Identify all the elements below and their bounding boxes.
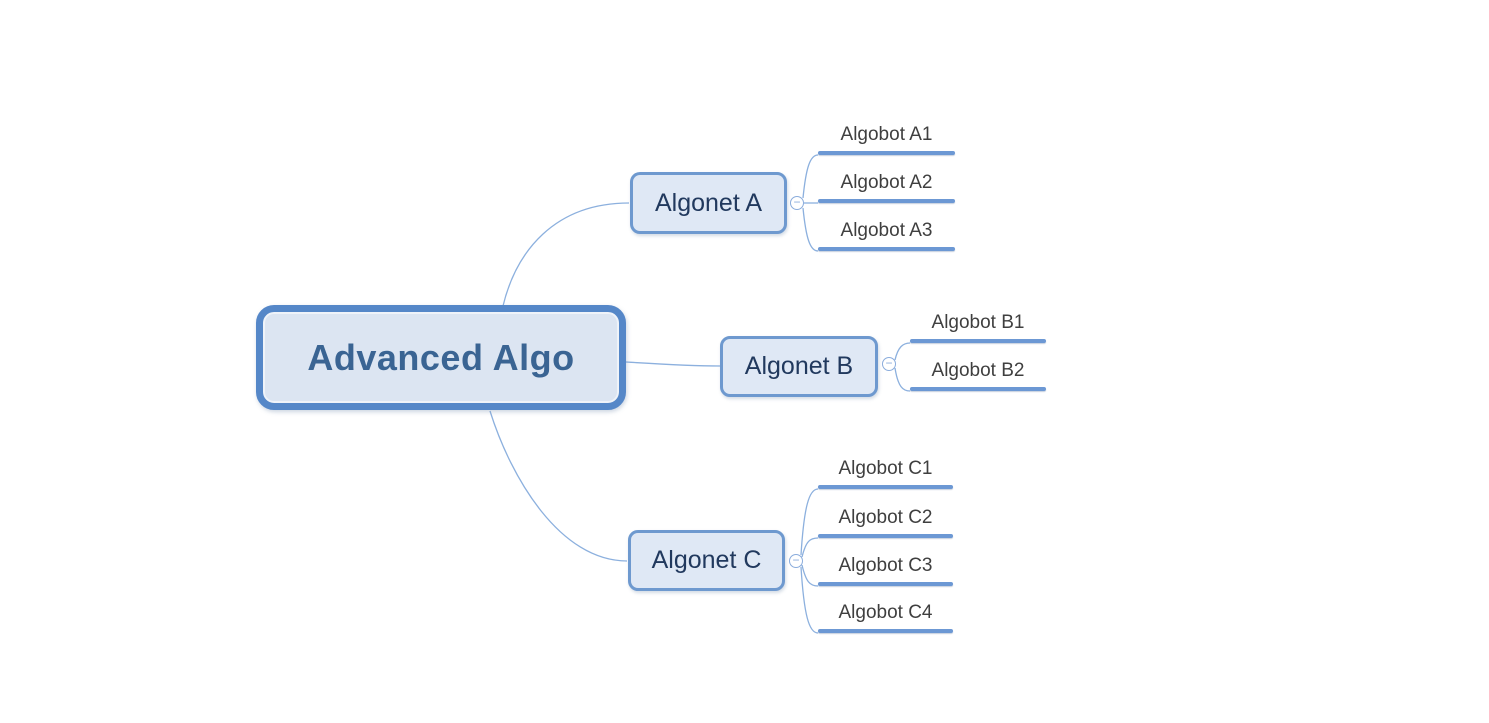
subtopic-label: Algobot B1 (931, 312, 1025, 333)
branch-topic-algonet-c[interactable]: Algonet C (628, 530, 785, 591)
subtopic-underline (910, 339, 1046, 343)
subtopic-algobot-a2[interactable]: Algobot A2 (818, 171, 955, 203)
subtopic-algobot-b1[interactable]: Algobot B1 (910, 311, 1046, 343)
connector-root-to-algonet-b (625, 361, 722, 367)
subtopic-algobot-c1[interactable]: Algobot C1 (818, 457, 953, 489)
subtopic-underline (818, 199, 955, 203)
subtopic-label: Algobot C1 (838, 458, 933, 479)
minus-icon: − (885, 356, 893, 370)
connector-c-to-c1 (800, 488, 819, 556)
connector-c-to-c2 (801, 537, 819, 558)
connector-root-to-algonet-c (489, 410, 628, 562)
subtopic-underline (818, 534, 953, 538)
subtopic-algobot-c2[interactable]: Algobot C2 (818, 506, 953, 538)
subtopic-algobot-a1[interactable]: Algobot A1 (818, 123, 955, 155)
subtopic-label: Algobot A1 (840, 124, 933, 145)
connector-a-to-a1 (802, 154, 819, 199)
branch-topic-label: Algonet A (654, 188, 763, 217)
subtopic-label: Algobot C3 (838, 555, 933, 576)
subtopic-underline (818, 485, 953, 489)
subtopic-label: Algobot C4 (838, 602, 933, 623)
connector-root-to-algonet-a (502, 202, 630, 307)
subtopic-label: Algobot A2 (840, 172, 933, 193)
collapse-toggle-algonet-b[interactable]: − (882, 357, 896, 371)
subtopic-underline (818, 629, 953, 633)
collapse-toggle-algonet-c[interactable]: − (789, 554, 803, 568)
collapse-toggle-algonet-a[interactable]: − (790, 196, 804, 210)
subtopic-algobot-c3[interactable]: Algobot C3 (818, 554, 953, 586)
subtopic-algobot-b2[interactable]: Algobot B2 (910, 359, 1046, 391)
subtopic-label: Algobot C2 (838, 507, 933, 528)
subtopic-algobot-a3[interactable]: Algobot A3 (818, 219, 955, 251)
connector-c-to-c3 (801, 564, 819, 587)
branch-topic-label: Algonet B (744, 352, 854, 380)
subtopic-underline (910, 387, 1046, 391)
root-topic-advanced-algo[interactable]: Advanced Algo (256, 305, 626, 410)
connector-a-to-a3 (802, 207, 819, 252)
connector-b-to-b2 (894, 367, 911, 392)
subtopic-underline (818, 582, 953, 586)
branch-topic-algonet-a[interactable]: Algonet A (630, 172, 787, 234)
subtopic-underline (818, 247, 955, 251)
subtopic-underline (818, 151, 955, 155)
subtopic-label: Algobot A3 (840, 220, 933, 241)
branch-topic-label: Algonet C (651, 546, 762, 574)
branch-topic-algonet-b[interactable]: Algonet B (720, 336, 878, 397)
subtopic-algobot-c4[interactable]: Algobot C4 (818, 601, 953, 633)
minus-icon: − (793, 195, 801, 209)
minus-icon: − (792, 553, 800, 567)
connector-b-to-b1 (894, 342, 911, 361)
root-topic-label: Advanced Algo (307, 336, 575, 378)
connector-c-to-c4 (800, 566, 819, 634)
subtopic-label: Algobot B2 (931, 360, 1025, 381)
